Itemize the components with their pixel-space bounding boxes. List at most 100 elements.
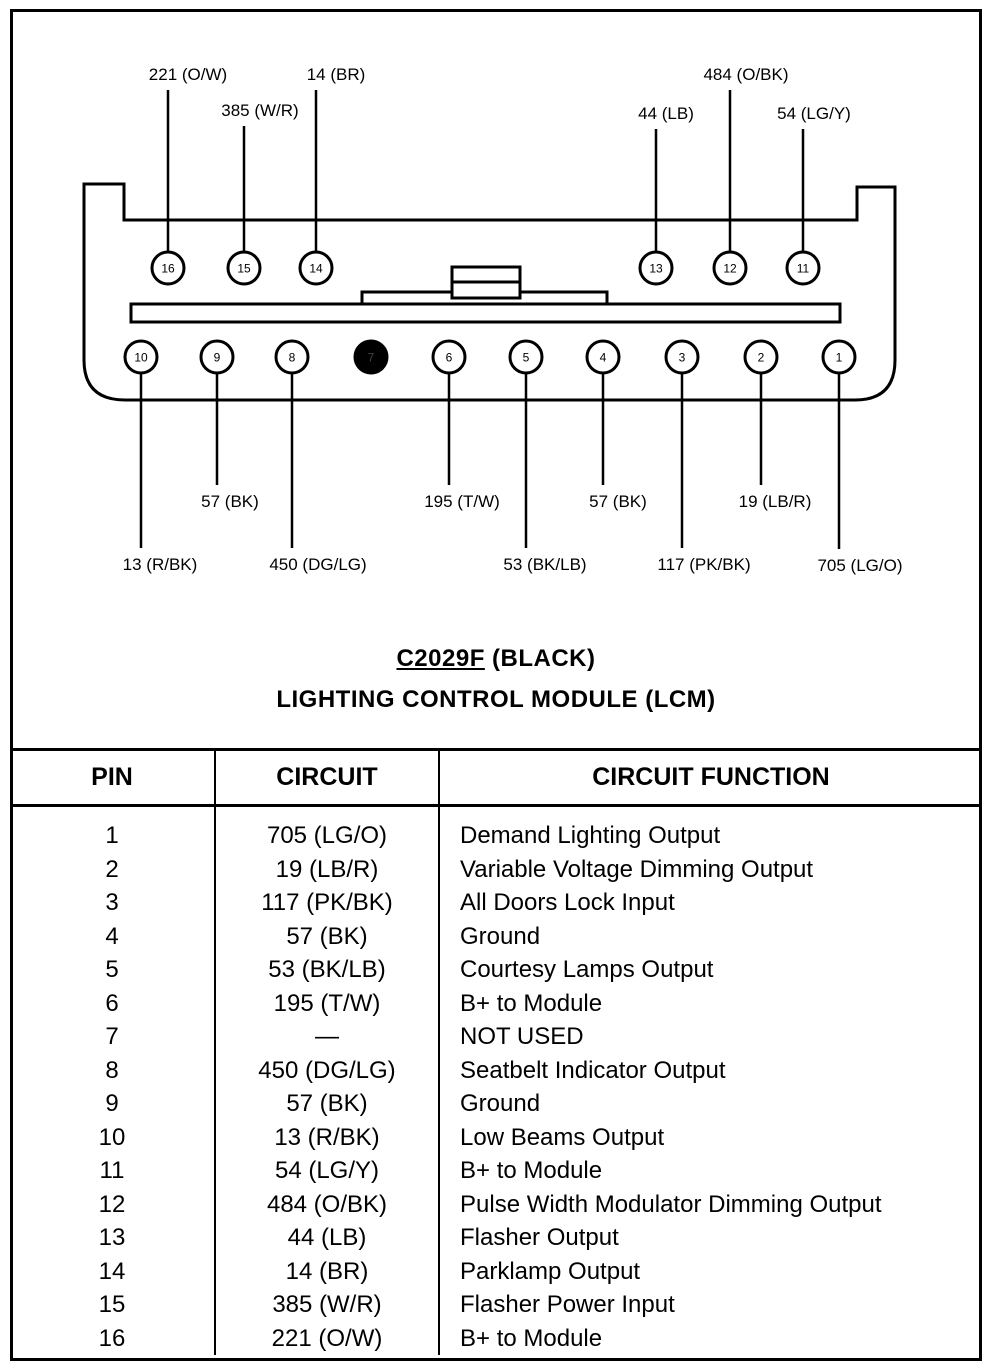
function-cell: Courtesy Lamps Output: [438, 953, 982, 987]
table-row: 14 14 (BR)Parklamp Output: [10, 1254, 982, 1288]
connector-id: C2029F: [396, 645, 485, 672]
circuit-cell: 385 (W/R): [214, 1288, 439, 1322]
pin-15-circuit-label: 385 (W/R): [221, 101, 298, 120]
circuit-cell: 450 (DG/LG): [214, 1053, 439, 1087]
pin-1-terminal: [821, 339, 857, 375]
pin-14-circuit-label: 14 (BR): [307, 65, 366, 84]
pin-cell: 11: [99, 1157, 125, 1184]
function-cell: Demand Lighting Output: [438, 805, 982, 853]
pin-12-number: 12: [723, 262, 737, 276]
pin-cell: 15: [98, 1291, 126, 1318]
table-row: 4 57 (BK)Ground: [10, 919, 982, 953]
pin-12-terminal: [712, 250, 748, 286]
table-row: 3 117 (PK/BK)All Doors Lock Input: [10, 886, 982, 920]
circuit-cell: 195 (T/W): [214, 986, 439, 1020]
circuit-cell: 54 (LG/Y): [214, 1154, 439, 1188]
pin-cell: 1: [105, 822, 119, 849]
function-cell: Variable Voltage Dimming Output: [438, 852, 982, 886]
pin-12-circuit-label: 484 (O/BK): [703, 65, 788, 84]
pin-8-terminal: [274, 339, 310, 375]
table-row: 1 705 (LG/O)Demand Lighting Output: [10, 805, 982, 853]
table-row: 7—NOT USED: [10, 1020, 982, 1054]
function-cell: All Doors Lock Input: [438, 886, 982, 920]
pin-15-number: 15: [237, 262, 251, 276]
pin-3-terminal: [664, 339, 700, 375]
pin-1-circuit-label: 705 (LG/O): [817, 556, 902, 575]
function-cell: Ground: [438, 919, 982, 953]
pin-13-terminal: [638, 250, 674, 286]
table-row: 8 450 (DG/LG)Seatbelt Indicator Output: [10, 1053, 982, 1087]
circuit-cell: 44 (LB): [214, 1221, 439, 1255]
header-circuit: CIRCUIT: [214, 748, 439, 807]
pin-10-circuit-label: 13 (R/BK): [123, 555, 198, 574]
pin-cell: 9: [105, 1090, 119, 1117]
module-name: LIGHTING CONTROL MODULE (LCM): [276, 686, 716, 713]
circuit-cell: 57 (BK): [214, 919, 439, 953]
pin-cell: 2: [105, 855, 119, 883]
connector-body-outline: [82, 182, 897, 402]
function-cell: B+ to Module: [438, 986, 982, 1020]
figure-frame: [10, 9, 982, 1361]
function-cell: Flasher Output: [438, 1221, 982, 1255]
table-row: 11 54 (LG/Y)B+ to Module: [10, 1154, 982, 1188]
pin-6-terminal: [431, 339, 467, 375]
pin-9-number: 9: [214, 351, 221, 365]
pin-2-terminal: [743, 339, 779, 375]
pin-8-circuit-label: 450 (DG/LG): [269, 555, 366, 574]
pin-cell: 8: [105, 1056, 119, 1084]
pin-13-number: 13: [649, 262, 663, 276]
pin-13-circuit-label: 44 (LB): [638, 104, 694, 123]
pin-cell: 7: [105, 1023, 119, 1050]
pin-14-number: 14: [309, 262, 323, 276]
circuit-cell: 14 (BR): [214, 1254, 439, 1288]
pin-1-number: 1: [836, 351, 843, 365]
pin-10-number: 10: [134, 351, 148, 365]
pin-cell: 4: [105, 922, 119, 950]
function-cell: B+ to Module: [438, 1321, 982, 1355]
function-cell: Low Beams Output: [438, 1120, 982, 1154]
pin-9-terminal: [199, 339, 235, 375]
pin-14-terminal: [298, 250, 334, 286]
pin-16-circuit-label: 221 (O/W): [149, 65, 227, 84]
pin-9-circuit-label: 57 (BK): [201, 492, 259, 511]
pin-8-number: 8: [289, 351, 296, 365]
connector-color: (BLACK): [492, 645, 596, 672]
circuit-cell: 117 (PK/BK): [214, 886, 439, 920]
function-cell: Pulse Width Modulator Dimming Output: [438, 1187, 982, 1221]
pin-cell: 3: [105, 889, 119, 916]
function-cell: B+ to Module: [438, 1154, 982, 1188]
circuit-cell: 19 (LB/R): [214, 852, 439, 886]
function-cell: Seatbelt Indicator Output: [438, 1053, 982, 1087]
pin-11-circuit-label: 54 (LG/Y): [777, 104, 851, 123]
pin-2-number: 2: [758, 351, 765, 365]
pin-cell: 5: [105, 956, 119, 983]
function-cell: Parklamp Output: [438, 1254, 982, 1288]
table-row: 5 53 (BK/LB)Courtesy Lamps Output: [10, 953, 982, 987]
circuit-cell: 57 (BK): [214, 1087, 439, 1121]
pin-5-number: 5: [523, 351, 530, 365]
pin-4-circuit-label: 57 (BK): [589, 492, 647, 511]
pin-10-terminal: [123, 339, 159, 375]
pin-cell: 10: [98, 1123, 126, 1151]
pin-cell: 12: [98, 1190, 126, 1218]
pin-5-circuit-label: 53 (BK/LB): [503, 555, 586, 574]
pin-16-terminal: [150, 250, 186, 286]
pin-11-number: 11: [797, 262, 810, 276]
circuit-cell: 53 (BK/LB): [214, 953, 439, 987]
header-function: CIRCUIT FUNCTION: [438, 748, 982, 807]
pin-6-circuit-label: 195 (T/W): [424, 492, 500, 511]
pin-16-number: 16: [161, 262, 175, 276]
pin-3-circuit-label: 117 (PK/BK): [657, 555, 750, 574]
connector-key-bar: [129, 302, 842, 324]
pin-7-terminal-unused: [353, 339, 389, 375]
pin-6-number: 6: [446, 351, 453, 365]
circuit-cell: 705 (LG/O): [214, 805, 439, 853]
pin-cell: 14: [98, 1257, 126, 1285]
